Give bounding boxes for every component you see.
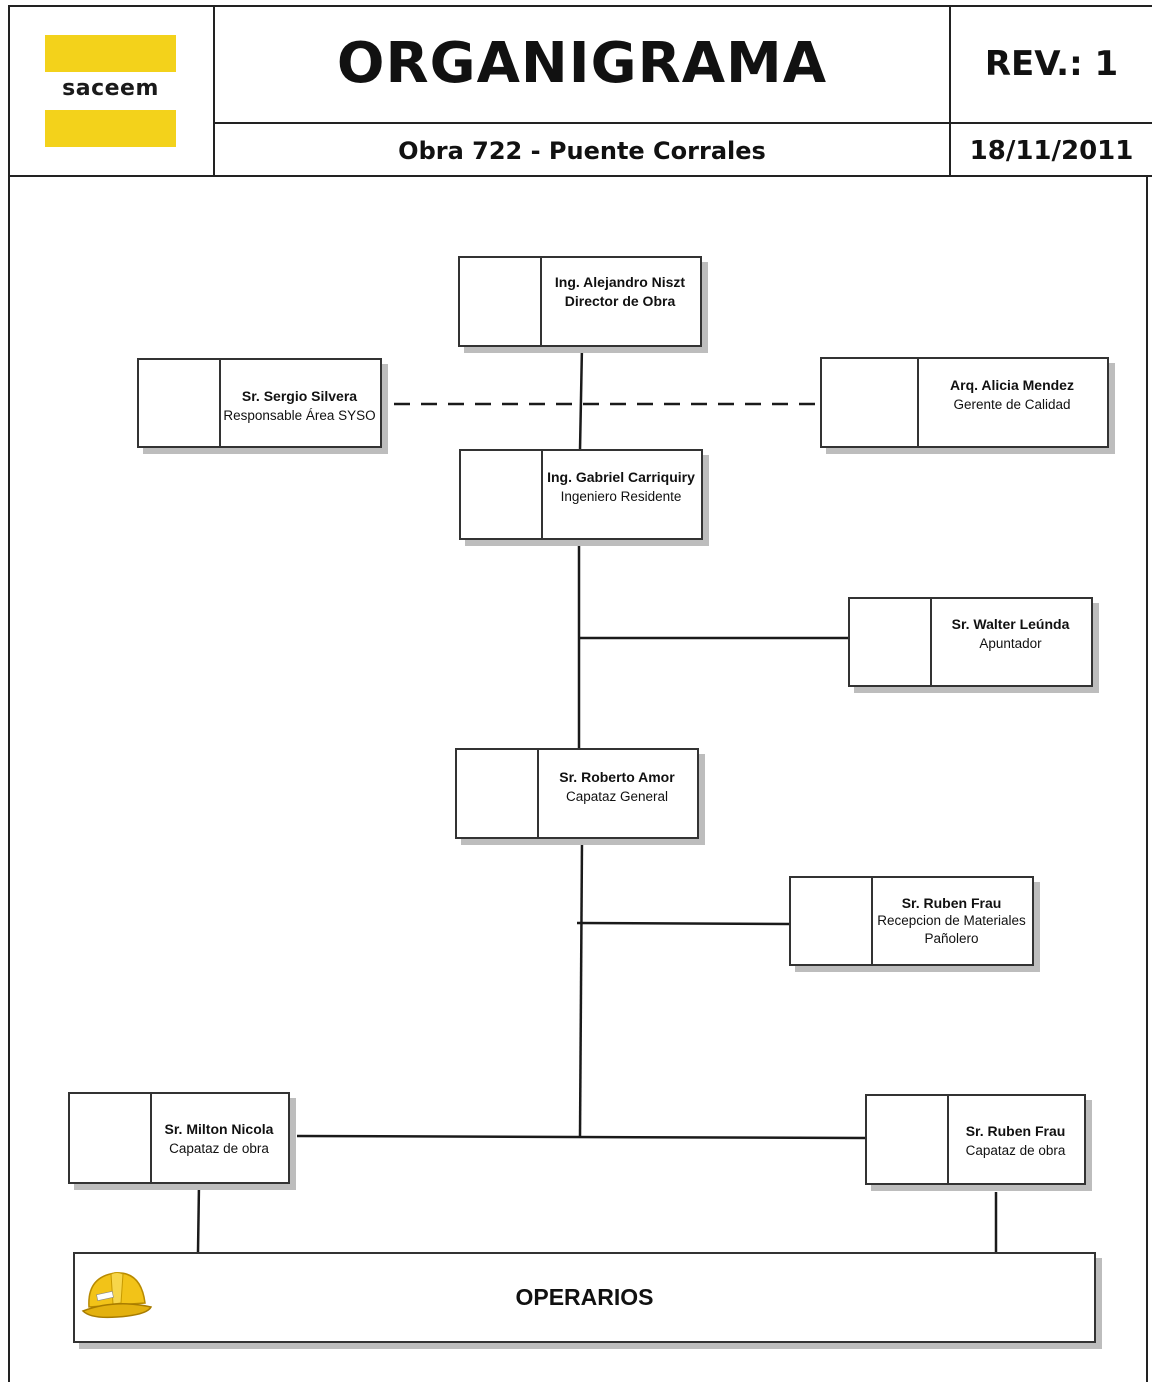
- date-cell: 18/11/2011: [951, 124, 1152, 177]
- logo-cell: [8, 5, 215, 177]
- person-role: Director de Obra: [564, 293, 676, 309]
- logo-text: saceem: [62, 76, 159, 101]
- project-subtitle: Obra 722 - Puente Corrales: [398, 136, 766, 165]
- subtitle-cell: Obra 722 - Puente Corrales: [215, 124, 951, 177]
- person-name: Ing. Gabriel Carriquiry: [547, 469, 695, 485]
- person-role: Responsable Área SYSO: [223, 408, 376, 423]
- person-name: Ing. Alejandro Niszt: [554, 274, 686, 290]
- person-role: Capataz de obra: [169, 1141, 269, 1156]
- org-box-residente: Ing. Gabriel Carriquiry Ingeniero Reside…: [459, 449, 703, 540]
- person-role: Capataz General: [565, 789, 669, 804]
- photo-placeholder: [461, 451, 543, 538]
- photo-placeholder: [867, 1096, 949, 1183]
- header-frame: [8, 5, 1152, 177]
- logo-bar-top: [45, 35, 176, 72]
- box-text: Arq. Alicia Mendez Gerente de Calidad: [917, 376, 1107, 414]
- company-logo: saceem: [45, 35, 176, 148]
- person-role: Apuntador: [979, 636, 1042, 651]
- org-box-capataz-1: Sr. Milton Nicola Capataz de obra: [68, 1092, 290, 1184]
- person-role: Ingeniero Residente: [560, 489, 682, 504]
- photo-placeholder: [791, 878, 873, 964]
- box-text: Sr. Sergio Silvera Responsable Área SYSO: [219, 387, 380, 425]
- title-cell: ORGANIGRAMA: [215, 5, 951, 124]
- org-box-syso: Sr. Sergio Silvera Responsable Área SYSO: [137, 358, 382, 448]
- org-box-capataz-general: Sr. Roberto Amor Capataz General: [455, 748, 699, 839]
- box-text: Ing. Alejandro Niszt Director de Obra: [540, 273, 700, 311]
- revision-label: REV.: 1: [984, 43, 1119, 84]
- person-role: Capataz de obra: [965, 1143, 1066, 1158]
- person-name: Sr. Ruben Frau: [965, 1123, 1066, 1139]
- person-name: Sr. Walter Leúnda: [951, 616, 1070, 632]
- box-text: Ing. Gabriel Carriquiry Ingeniero Reside…: [541, 468, 701, 506]
- photo-placeholder: [822, 359, 919, 446]
- photo-placeholder: [460, 258, 542, 345]
- box-text: Sr. Milton Nicola Capataz de obra: [150, 1120, 288, 1158]
- page-title: ORGANIGRAMA: [336, 31, 828, 96]
- operarios-box: OPERARIOS: [73, 1252, 1096, 1343]
- person-name: Sr. Roberto Amor: [559, 769, 675, 785]
- person-name: Sr. Milton Nicola: [164, 1121, 274, 1137]
- frame-left-border: [8, 177, 10, 1382]
- line-capataz1-operarios: [196, 1183, 201, 1253]
- photo-placeholder: [850, 599, 932, 685]
- org-box-panolero: Sr. Ruben Frau Recepcion de Materiales P…: [789, 876, 1034, 966]
- revision-cell: REV.: 1: [951, 5, 1152, 124]
- operarios-label: OPERARIOS: [515, 1284, 654, 1310]
- logo-bar-bottom: [45, 110, 176, 147]
- person-name: Sr. Ruben Frau: [901, 895, 1002, 911]
- org-box-capataz-2: Sr. Ruben Frau Capataz de obra: [865, 1094, 1086, 1185]
- photo-placeholder: [70, 1094, 152, 1182]
- person-name: Arq. Alicia Mendez: [950, 377, 1074, 393]
- frame-right-border: [1146, 177, 1148, 1382]
- photo-placeholder: [457, 750, 539, 837]
- person-role: Recepcion de Materiales: [877, 913, 1026, 928]
- hard-hat-icon: [81, 1272, 153, 1319]
- line-capataces-horizontal: [296, 1134, 867, 1140]
- line-capataz-down: [578, 839, 584, 1138]
- box-text: Sr. Ruben Frau Capataz de obra: [947, 1122, 1084, 1160]
- person-role: Gerente de Calidad: [953, 397, 1071, 412]
- document-date: 18/11/2011: [969, 135, 1134, 166]
- org-box-director: Ing. Alejandro Niszt Director de Obra: [458, 256, 702, 347]
- org-box-calidad: Arq. Alicia Mendez Gerente de Calidad: [820, 357, 1109, 448]
- line-director-residente: [578, 345, 584, 451]
- box-text: Sr. Ruben Frau Recepcion de Materiales P…: [871, 894, 1032, 948]
- box-text: Sr. Walter Leúnda Apuntador: [930, 615, 1091, 653]
- org-box-apuntador: Sr. Walter Leúnda Apuntador: [848, 597, 1093, 687]
- line-to-panolero: [576, 921, 791, 926]
- photo-placeholder: [139, 360, 221, 446]
- person-name: Sr. Sergio Silvera: [241, 388, 358, 404]
- person-role-secondary: Pañolero: [924, 931, 979, 946]
- box-text: Sr. Roberto Amor Capataz General: [537, 768, 697, 806]
